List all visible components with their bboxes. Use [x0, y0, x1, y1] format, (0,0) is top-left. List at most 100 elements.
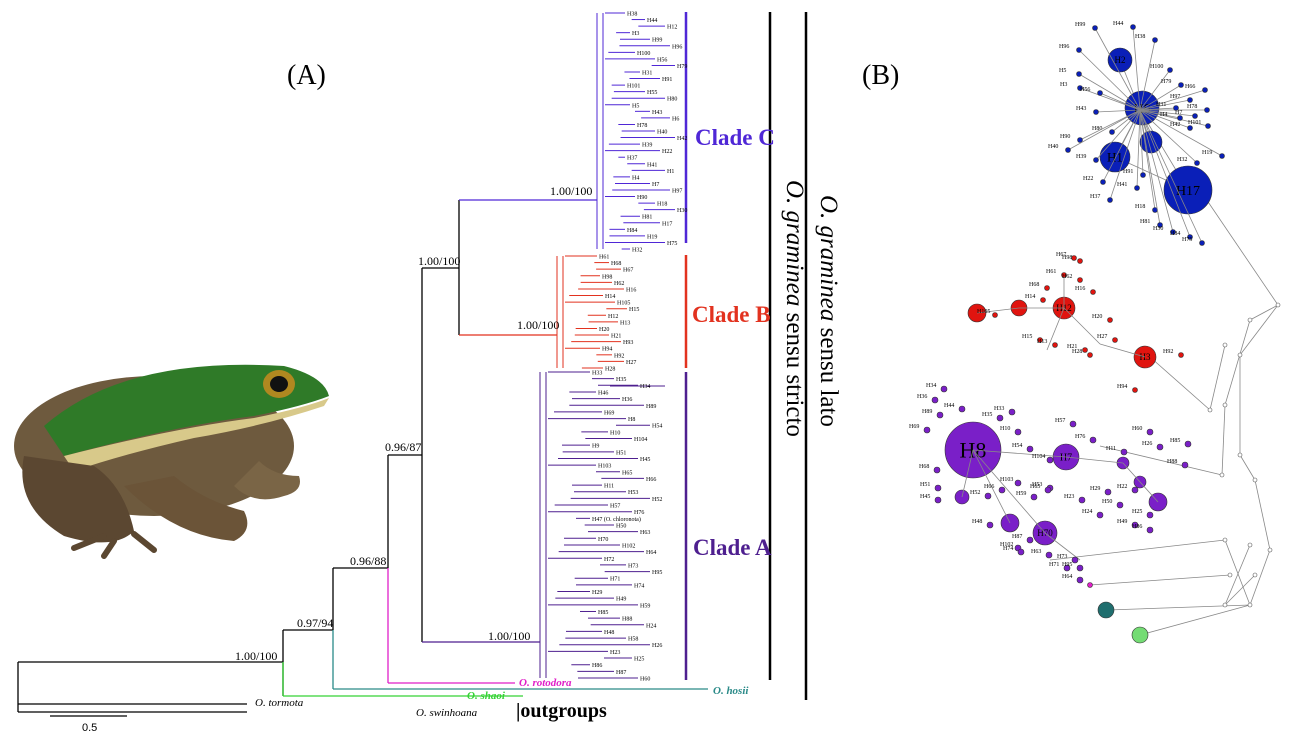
network-edge	[1139, 109, 1181, 119]
network-edge	[1249, 304, 1279, 321]
median-vector	[1252, 477, 1258, 483]
haplotype-small-label: H95	[1062, 562, 1072, 568]
network-edge	[1139, 109, 1161, 226]
haplotype-small-label: H86	[1132, 524, 1142, 530]
network-edge	[1122, 462, 1159, 503]
tree-tip-labels: H38H44H12H3H99H96H100H56H79H31H91H101H55…	[592, 12, 687, 683]
haplotype-small-label: H78	[1187, 104, 1197, 110]
tip-label: H57	[610, 504, 620, 510]
haplotype-node	[1184, 440, 1192, 448]
network-edge	[1239, 304, 1279, 356]
haplotype-small-label: H79	[1161, 79, 1171, 85]
haplotype-small-label: H22	[1117, 484, 1127, 490]
haplotype-small-label: H24	[1082, 509, 1092, 515]
haplotype-small-label: H99	[1075, 22, 1085, 28]
tip-label: H60	[640, 677, 650, 683]
haplotype-node	[1194, 160, 1200, 166]
haplotype-node	[1052, 342, 1058, 348]
haplotype-node	[1077, 137, 1083, 143]
haplotype-node	[1076, 576, 1084, 584]
network-edge	[961, 449, 974, 498]
tip-label: H76	[634, 510, 644, 516]
tip-label: H71	[610, 577, 620, 583]
network-edge	[1079, 109, 1141, 141]
network-edge	[1224, 544, 1251, 606]
network-edge	[1095, 109, 1141, 113]
network-edge	[1102, 109, 1141, 183]
tip-label: H20	[599, 327, 609, 333]
haplotype-small-label: H48	[972, 519, 982, 525]
haplotype-small-label: H66	[984, 484, 994, 490]
network-edge	[1078, 73, 1141, 111]
haplotype-small-label: H105	[977, 309, 990, 315]
haplotype-small-label: H34	[926, 383, 936, 389]
haplotype-small-label: H80	[1092, 126, 1102, 132]
haplotype-node	[1077, 277, 1083, 283]
network-edge	[1224, 319, 1251, 406]
tip-label: H15	[629, 307, 639, 313]
network-edge	[1224, 574, 1256, 606]
haplotype-node	[934, 484, 942, 492]
tip-label: H3	[632, 31, 639, 37]
network-edge	[1139, 109, 1203, 244]
tip-label: H8	[628, 417, 635, 423]
haplotype-node	[992, 312, 998, 318]
haplotype-node	[1156, 443, 1164, 451]
haplotype-node	[931, 396, 939, 404]
tip-label: H63	[640, 530, 650, 536]
haplotype-label: H17	[1176, 184, 1200, 199]
haplotype-node	[1100, 179, 1106, 185]
haplotype-small-label: H36	[917, 394, 927, 400]
haplotype-small-label: H94	[1117, 384, 1127, 390]
tip-label: H11	[604, 484, 614, 490]
haplotype-node	[1071, 255, 1077, 261]
haplotype-small-label: H69	[909, 424, 919, 430]
haplotype-node	[1109, 129, 1115, 135]
haplotype-label: H7	[1060, 453, 1072, 464]
network-edge	[1139, 84, 1182, 111]
network-edge	[1136, 109, 1141, 189]
network-edge	[1139, 39, 1156, 111]
frog-photo	[4, 336, 334, 560]
tip-hosii: O. hosii	[713, 685, 749, 697]
haplotype-node	[1063, 564, 1071, 572]
haplotype-node	[1065, 147, 1071, 153]
tip-label: H49	[616, 597, 626, 603]
haplotype-small-label: H100	[1150, 64, 1163, 70]
tip-label: H22	[662, 149, 672, 155]
haplotype-small-label: H21	[1067, 344, 1077, 350]
haplotype-node	[1204, 107, 1210, 113]
haplotype-node	[934, 496, 942, 504]
haplotype-small-label: H101	[1188, 120, 1201, 126]
tip-label: H91	[662, 77, 672, 83]
support-094: 0.97/94	[297, 616, 334, 630]
haplotype-small-label: H44	[944, 403, 954, 409]
haplotype-node	[986, 521, 994, 529]
tip-label: H58	[628, 637, 638, 643]
tip-label: H10	[610, 430, 620, 436]
tip-label: H79	[677, 64, 687, 70]
network-edge	[1239, 454, 1256, 481]
tip-tormota: O. tormota	[255, 697, 304, 709]
haplotype-small-label: H31	[1156, 102, 1166, 108]
tip-label: H30	[677, 208, 687, 214]
tip-label: H86	[592, 663, 602, 669]
tip-label: H85	[598, 610, 608, 616]
haplotype-node	[1090, 289, 1096, 295]
haplotype-small-label: H87	[1012, 534, 1022, 540]
tip-label: H41	[647, 162, 657, 168]
haplotype-node	[1131, 521, 1139, 529]
tip-label: H24	[646, 623, 656, 629]
haplotype-node	[1116, 501, 1124, 509]
haplotype-small-label: H61	[1046, 269, 1056, 275]
haplotype-small-label: H13	[1037, 339, 1047, 345]
clade-c-label: Clade C	[695, 125, 775, 150]
haplotype-node	[933, 466, 941, 474]
haplotype-small-label: H71	[1049, 562, 1059, 568]
network-edge	[1094, 27, 1141, 111]
tip-label: H89	[646, 404, 656, 410]
tip-label: H38	[627, 12, 637, 18]
haplotype-label: H1	[1107, 150, 1123, 165]
